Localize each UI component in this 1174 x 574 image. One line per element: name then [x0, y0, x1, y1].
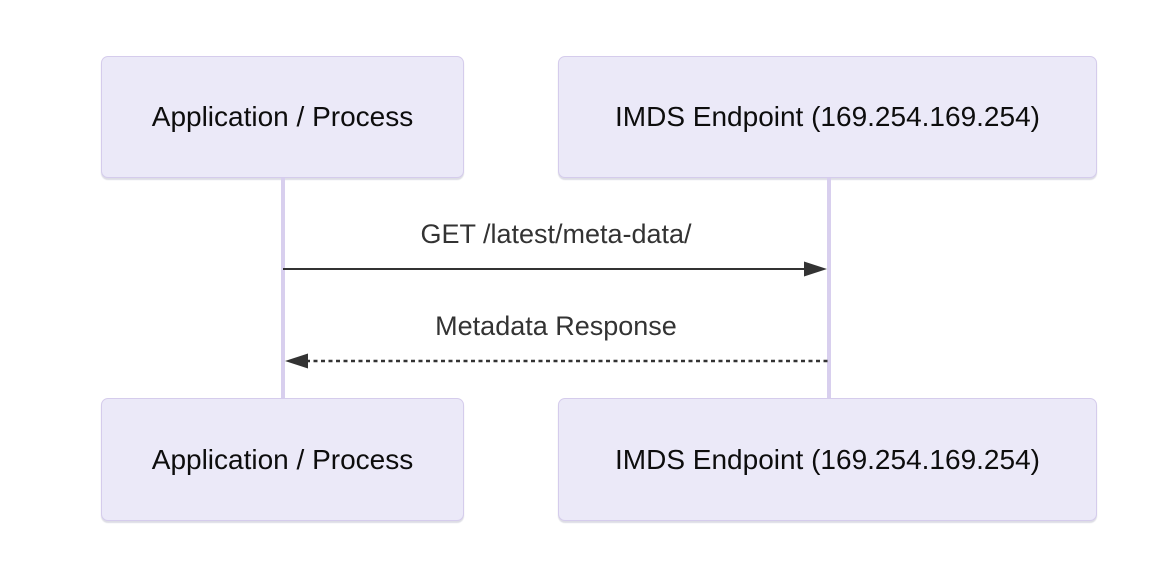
actor-bottom-imds-endpoint: IMDS Endpoint (169.254.169.254) [558, 398, 1097, 521]
lifeline-application [281, 178, 285, 398]
request-arrow [283, 261, 827, 277]
actor-top-application: Application / Process [101, 56, 464, 178]
actor-top-imds-endpoint: IMDS Endpoint (169.254.169.254) [558, 56, 1097, 178]
message-label-response: Metadata Response [431, 311, 681, 343]
response-arrow [285, 353, 831, 369]
actor-bottom-application: Application / Process [101, 398, 464, 521]
request-arrowhead-icon [804, 261, 827, 277]
response-arrowhead-icon [285, 353, 308, 369]
message-label-request: GET /latest/meta-data/ [416, 219, 696, 251]
lifeline-imds-endpoint [827, 178, 831, 398]
